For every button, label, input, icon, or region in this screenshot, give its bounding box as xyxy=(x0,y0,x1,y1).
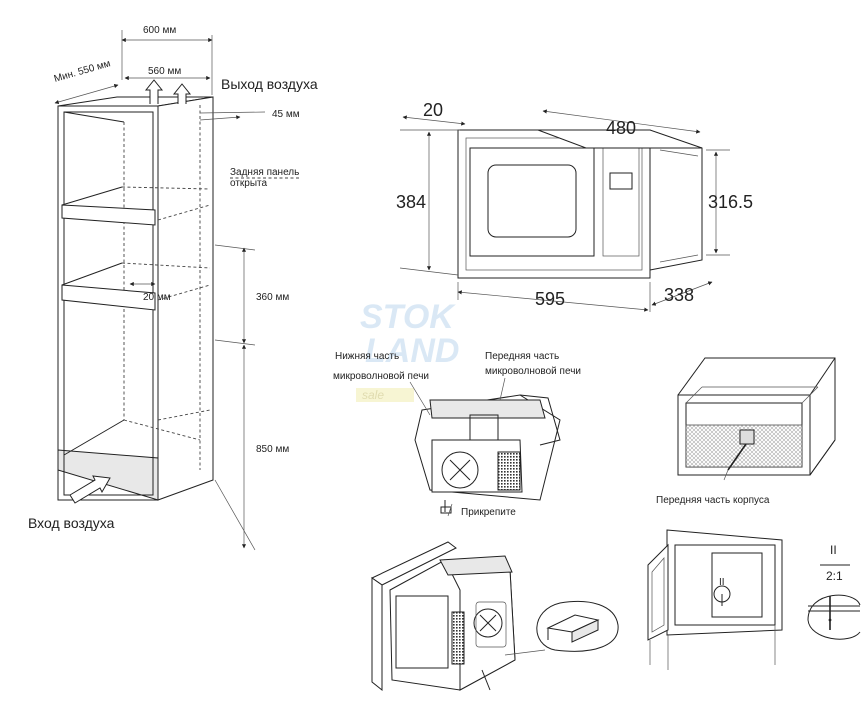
dim-body-width: 480 xyxy=(606,118,636,138)
front-label-1: Передняя часть xyxy=(485,351,559,362)
cabinet-inner-width-label: 560 мм xyxy=(148,66,181,77)
microwave-dimension-labels: 20 480 384 316.5 595 338 xyxy=(396,100,753,309)
dim-frame-height: 384 xyxy=(396,192,426,212)
attach-label: Прикрепите xyxy=(461,507,516,518)
dim-frame-depth: 20 xyxy=(423,100,443,120)
watermark-logo: STOK LAND sale xyxy=(356,298,459,402)
cabinet-dimensions xyxy=(54,30,266,551)
dim-body-height: 316.5 xyxy=(708,192,753,212)
microwave-rear-view xyxy=(371,541,516,692)
svg-text:II: II xyxy=(830,543,837,557)
dim-frame-width: 595 xyxy=(535,289,565,309)
cabinet-width-label: 600 мм xyxy=(143,25,176,36)
microwave-installed-front xyxy=(647,529,783,670)
mounting-labels-1: Нижняя часть микроволновой печи Передняя… xyxy=(333,351,581,518)
detail-ref-roman: II xyxy=(719,577,725,588)
housing-drawing xyxy=(677,357,836,481)
bottom-label-2: микроволновой печи xyxy=(333,371,429,382)
dim-body-depth: 338 xyxy=(664,285,694,305)
svg-text:sale: sale xyxy=(362,388,384,402)
svg-text:LAND: LAND xyxy=(365,332,459,370)
back-panel-label-2: открыта xyxy=(230,178,268,189)
air-out-label: Выход воздуха xyxy=(221,76,318,92)
gap-45-label: 45 мм xyxy=(272,109,300,120)
bottom-label-1: Нижняя часть xyxy=(335,351,399,362)
base-height-label: 850 мм xyxy=(256,444,289,455)
back-panel-label-1: Задняя панель xyxy=(230,167,299,178)
front-label-2: микроволновой печи xyxy=(485,366,581,377)
housing-front-label: Передняя часть корпуса xyxy=(656,495,770,506)
cabinet-drawing xyxy=(57,96,214,501)
cabinet-depth-label: Мин. 550 мм xyxy=(53,58,112,85)
svg-text:STOK: STOK xyxy=(360,298,456,336)
microwave-dimension-drawing xyxy=(457,129,703,279)
microwave-bottom-view xyxy=(414,394,561,517)
microwave-dimension-lines xyxy=(399,109,730,312)
svg-text:2:1: 2:1 xyxy=(826,569,843,583)
shelf-gap-label: 20 мм xyxy=(143,292,171,303)
bracket-detail xyxy=(504,600,619,656)
detail-ii-scale: II 2:1 xyxy=(807,543,861,640)
air-in-label: Вход воздуха xyxy=(28,515,115,531)
niche-height-label: 360 мм xyxy=(256,292,289,303)
